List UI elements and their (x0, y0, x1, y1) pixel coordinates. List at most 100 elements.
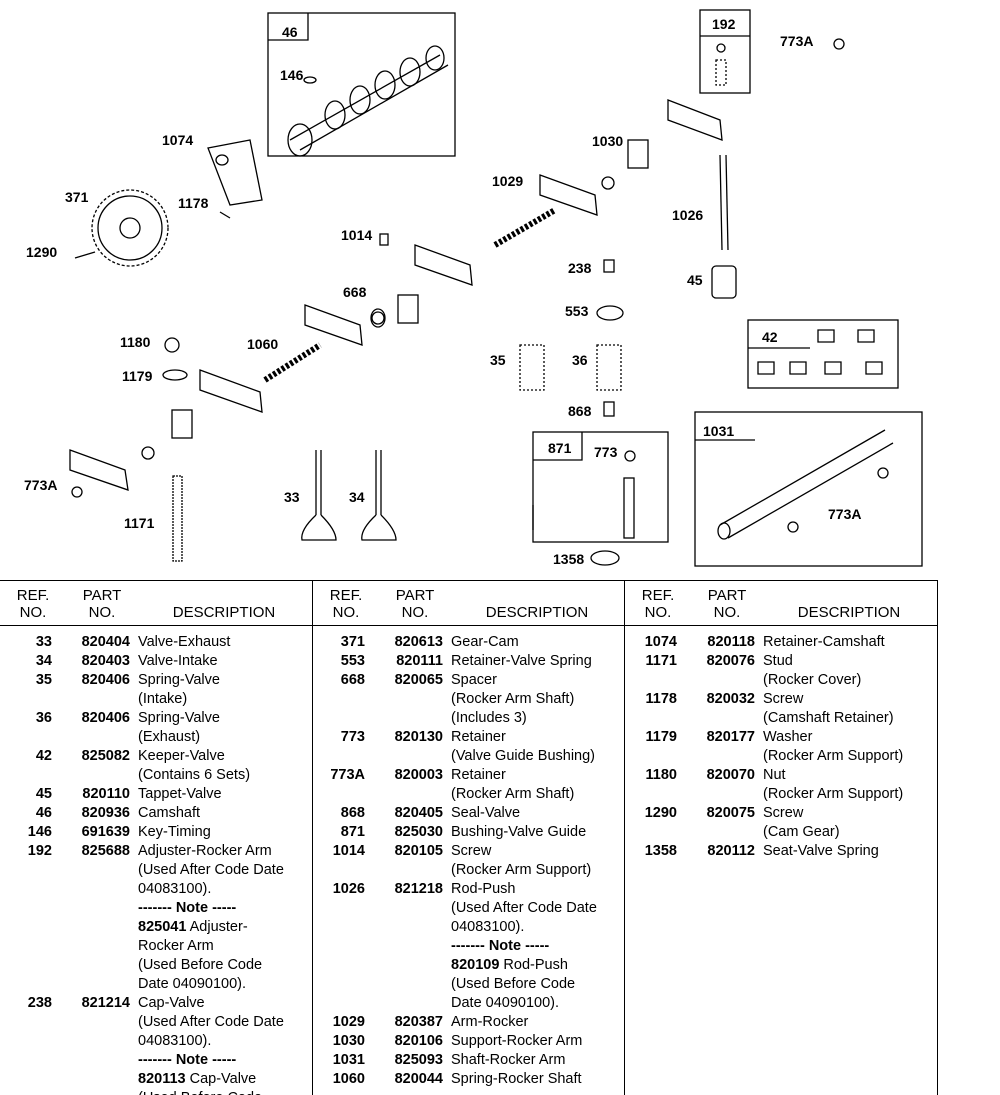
callout-1060: 1060 (247, 336, 278, 352)
header-divider (625, 625, 937, 626)
keeper-drawing (757, 329, 883, 375)
part-description: Screw(Cam Gear) (763, 804, 933, 842)
ref-number: 1290 (644, 805, 677, 821)
rocker-shaft-drawing (719, 429, 886, 526)
part-description: Arm-Rocker (451, 1013, 621, 1032)
callout-1171: 1171 (124, 515, 155, 531)
header-divider (313, 625, 625, 626)
part-number: 820118 (707, 634, 755, 650)
ref-number: 1029 (332, 1014, 365, 1030)
part-description: Camshaft (138, 804, 308, 823)
description-line: Valve-Intake (138, 653, 218, 669)
part-description: Adjuster-Rocker Arm(Used After Code Date… (138, 842, 308, 994)
callout-42: 42 (762, 329, 778, 345)
part-number: 820075 (706, 805, 755, 821)
header-ref-line: REF. (329, 587, 363, 604)
note-line: Date 04090100). (451, 995, 560, 1011)
callout-773a-left: 773A (24, 477, 57, 493)
header-part-line: PART (395, 587, 435, 604)
header-divider (0, 625, 312, 626)
callout-1290: 1290 (26, 244, 57, 260)
part-number: 820032 (706, 691, 755, 707)
part-description: Seat-Valve Spring (763, 842, 933, 861)
camshaft-drawing (287, 45, 449, 157)
callout-1074: 1074 (162, 132, 193, 148)
header-part-line: NO. (401, 604, 429, 621)
callout-box-42 (747, 319, 899, 389)
note-line: Date 04090100). (138, 976, 247, 992)
description-line: Stud (763, 653, 793, 669)
part-description: Seal-Valve (451, 804, 621, 823)
part-description: Spring-Rocker Shaft (451, 1070, 621, 1089)
note-line: 820109 Rod-Push (451, 956, 621, 975)
parts-row: 1290 820075 Screw(Cam Gear) (625, 804, 937, 842)
callout-box-871 (532, 431, 669, 543)
description-line: (Used After Code Date (138, 862, 284, 878)
push-rod-drawing (719, 154, 723, 251)
ref-number: 1074 (644, 634, 677, 650)
note-label: ------- Note ----- (138, 1052, 237, 1068)
valve-spring-35 (519, 344, 545, 391)
ref-number: 1179 (645, 729, 677, 745)
description-line: Spring-Valve (138, 672, 220, 688)
callout-box-1031 (694, 411, 923, 567)
description-line: (Exhaust) (138, 729, 201, 745)
description-line: (Cam Gear) (763, 824, 840, 840)
ref-number: 1180 (645, 767, 677, 783)
note-part-number: 820109 (451, 957, 500, 973)
part-description: Stud(Rocker Cover) (763, 652, 933, 690)
description-line: (Contains 6 Sets) (138, 767, 251, 783)
description-line: (Rocker Arm Support) (451, 862, 592, 878)
stud-drawing (172, 475, 183, 562)
callout-box-46 (267, 12, 456, 157)
description-line: (Rocker Arm Support) (763, 786, 904, 802)
callout-46: 46 (282, 24, 298, 40)
note-part-number: 820113 (138, 1071, 186, 1087)
callout-34: 34 (349, 489, 365, 505)
part-description: Valve-Intake (138, 652, 308, 671)
note-text: Cap-Valve (189, 1071, 257, 1087)
callout-192: 192 (712, 16, 736, 32)
header-description: DESCRIPTION (485, 604, 589, 621)
callout-773a: 773A (780, 33, 813, 49)
ref-number: 773 (340, 729, 365, 745)
header-ref-line: REF. (641, 587, 675, 604)
callout-1180: 1180 (120, 334, 151, 350)
tappet-drawing (711, 265, 737, 299)
callout-33: 33 (284, 489, 300, 505)
ref-number: 1060 (332, 1071, 365, 1087)
description-line: Valve-Exhaust (138, 634, 231, 650)
description-line: Spacer (451, 672, 497, 688)
ref-number: 668 (340, 672, 365, 688)
note-line: 825041 Adjuster- (138, 918, 308, 937)
valve-spring-36 (596, 344, 622, 391)
description-line: Camshaft (138, 805, 201, 821)
callout-1358: 1358 (553, 551, 584, 567)
note-label: ------- Note ----- (451, 938, 550, 954)
ref-number: 146 (27, 824, 52, 840)
description-line: Bushing-Valve Guide (451, 824, 587, 840)
description-line: (Rocker Arm Shaft) (451, 786, 575, 802)
part-number: 820110 (82, 786, 130, 802)
description-line: Tappet-Valve (138, 786, 222, 802)
description-line: Screw (451, 843, 492, 859)
description-line: Support-Rocker Arm (451, 1033, 583, 1049)
ref-number: 1030 (332, 1033, 365, 1049)
description-line: 04083100). (138, 881, 212, 897)
